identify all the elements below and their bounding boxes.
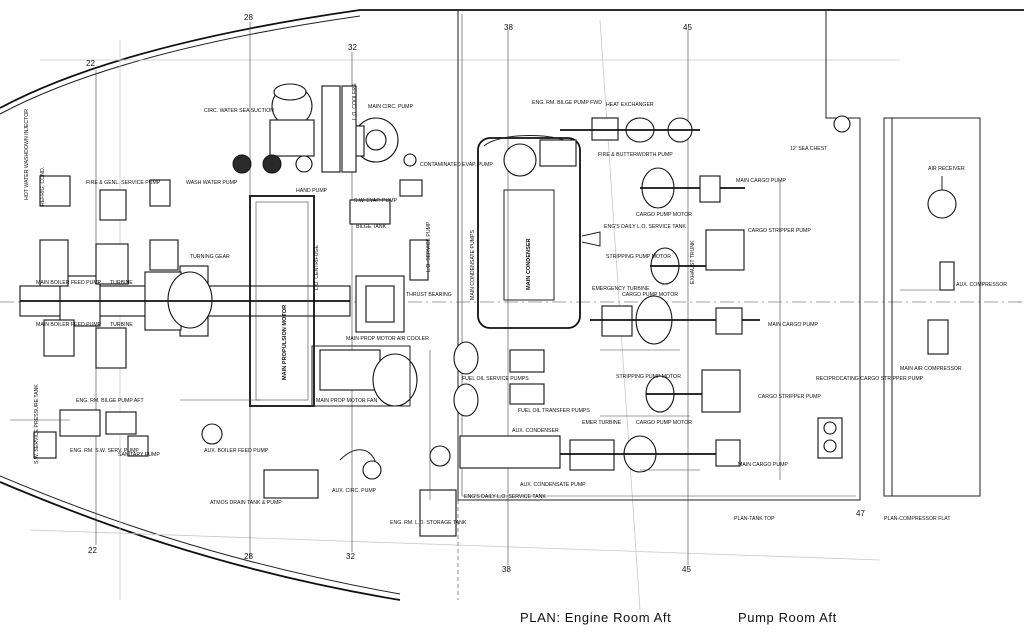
frame-number-45-bottom: 45 — [682, 565, 691, 574]
dimension-lines — [10, 180, 940, 500]
label-turbine-2: TURBINE — [110, 322, 133, 328]
main-circ-pump-group — [232, 83, 417, 174]
air-cooler-fan — [311, 345, 418, 407]
compressor-flat-outline — [883, 117, 981, 497]
label-main-boiler-feed-2: MAIN BOILER FEED PUMP — [36, 322, 102, 328]
main-propulsion-motor — [249, 195, 315, 407]
label-eng-rm-bilge-pump-aft: ENG. RM. BILGE PUMP AFT — [76, 398, 144, 404]
label-refrig-cond: REFRIG. COND. — [40, 167, 46, 206]
label-aux-circ-pump: AUX. CIRC. PUMP — [332, 488, 377, 494]
label-reciprocating-stripper: RECIPROCATING CARGO STRIPPER PUMP — [816, 376, 924, 382]
label-eng-lo-storage-tank: ENG. RM. L.O. STORAGE TANK — [390, 520, 467, 526]
label-main-circ-pump: MAIN CIRC. PUMP — [368, 104, 414, 110]
label-lo-service-pump: L.O. SERVICE PUMP — [426, 221, 432, 272]
label-cargo-pump-motor-2: CARGO PUMP MOTOR — [622, 292, 678, 298]
label-main-condenser: MAIN CONDENSER — [526, 238, 532, 290]
label-aux-compressor: AUX. COMPRESSOR — [956, 282, 1007, 288]
propeller-shaft — [19, 265, 351, 337]
frame-number-28-bottom: 28 — [244, 552, 253, 561]
label-lo-centrifuge: L.O. CENTRIFUGE — [314, 244, 320, 290]
label-eng-rm-sw-serv-pump: ENG. RM. S.W. SERV. PUMP — [70, 448, 139, 454]
label-sanitary-pump: SANITARY PUMP — [118, 452, 160, 458]
label-main-boiler-feed-1: MAIN BOILER FEED PUMP — [36, 280, 102, 286]
aux-condenser-row — [429, 435, 730, 473]
label-bilge-tank: BILGE TANK — [356, 224, 387, 230]
label-cargo-pump-motor-1: CARGO PUMP MOTOR — [636, 212, 692, 218]
frame-number-28-top: 28 — [244, 13, 253, 22]
label-lo-coolers: L.O. COOLERS — [352, 83, 358, 120]
label-cargo-stripper-pump-1: CARGO STRIPPER PUMP — [748, 228, 811, 234]
main-condenser — [477, 135, 601, 329]
frame-number-22-bottom: 22 — [88, 546, 97, 555]
air-compressors — [833, 115, 957, 355]
label-turbine-1: TURBINE — [110, 280, 133, 286]
lo-coolers — [321, 85, 357, 173]
label-sea-chest: 12' SEA CHEST — [790, 146, 828, 152]
label-emer-turbine: EMER TURBINE — [582, 420, 622, 426]
boiler-feed-pumps — [39, 175, 179, 369]
evaporator-pumps — [349, 179, 429, 333]
label-main-prop-fan: MAIN PROP MOTOR FAN — [316, 398, 377, 404]
label-stripping-pump-motor-1: STRIPPING PUMP MOTOR — [606, 254, 671, 260]
label-cargo-stripper-pump-2: CARGO STRIPPER PUMP — [758, 394, 821, 400]
label-thrust-bearing: THRUST BEARING — [406, 292, 452, 298]
drawing-title: PLAN: Engine Room Aft — [520, 610, 671, 625]
frame-number-22-top: 22 — [86, 59, 95, 68]
frame-number-38-top: 38 — [504, 23, 513, 32]
label-main-air-compressor: MAIN AIR COMPRESSOR — [900, 366, 962, 372]
label-contaminated-evap: CONTAMINATED EVAP. PUMP — [420, 162, 493, 168]
label-heat-exchanger: HEAT EXCHANGER — [606, 102, 654, 108]
label-air-receiver: AIR RECEIVER — [928, 166, 965, 172]
reciprocating-stripper-pump — [817, 417, 843, 459]
label-main-cargo-pump-2: MAIN CARGO PUMP — [768, 322, 818, 328]
label-wash-water-pump: WASH WATER PUMP — [186, 180, 238, 186]
label-sw-evap-pump: S.W. EVAP. PUMP — [354, 198, 398, 204]
label-aux-boiler-feed-pump: AUX. BOILER FEED PUMP — [204, 448, 269, 454]
frame-number-32-bottom: 32 — [346, 552, 355, 561]
label-atmos-drain-tank: ATMOS DRAIN TANK & PUMP — [210, 500, 282, 506]
lower-left-pumps — [33, 409, 457, 537]
label-main-condensate-pumps: MAIN CONDENSATE PUMPS — [470, 230, 476, 300]
label-sw-service-tank: S.W. SERVICE PRESSURE TANK — [34, 384, 40, 464]
label-eng-daily-lo-tank: ENG'S DAILY L.O. SERVICE TANK — [604, 224, 686, 230]
label-hand-pump: HAND PUMP — [296, 188, 328, 194]
frame-number-45-top: 45 — [683, 23, 692, 32]
label-plan-compressor-flat: PLAN-COMPRESSOR FLAT — [884, 516, 951, 522]
label-aux-condenser: AUX. CONDENSER — [512, 428, 559, 434]
label-turning-gear: TURNING GEAR — [190, 254, 230, 260]
label-fuel-oil-transfer-pumps: FUEL OIL TRANSFER PUMPS — [518, 408, 590, 414]
label-main-propulsion-motor: MAIN PROPULSION MOTOR — [282, 305, 288, 380]
label-cargo-pump-motor-3: CARGO PUMP MOTOR — [636, 420, 692, 426]
cargo-pump-trains — [560, 117, 760, 467]
label-aux-condensate-pump: AUX. CONDENSATE PUMP — [520, 482, 586, 488]
frame-number-38-bottom: 38 — [502, 565, 511, 574]
label-exhaust-trunk: EXHAUST TRUNK — [690, 240, 696, 284]
hull-outline — [0, 9, 1024, 611]
label-main-cargo-pump-1: MAIN CARGO PUMP — [736, 178, 786, 184]
label-hot-water-injector: HOT WATER WASHDOWN INJECTOR — [24, 109, 30, 200]
label-fire-genl-pump: FIRE & GENL. SERVICE PUMP — [86, 180, 161, 186]
label-plan-tank-top: PLAN-TANK TOP — [734, 516, 775, 522]
frame-number-32-top: 32 — [348, 43, 357, 52]
pump-room-bulkhead — [457, 10, 861, 501]
label-eng-rm-bilge-pump-fwd: ENG. RM. BILGE PUMP FWD — [532, 100, 602, 106]
label-fire-butterworth-pump: FIRE & BUTTERWORTH PUMP — [598, 152, 673, 158]
label-emergency-turbine: EMERGENCY TURBINE — [592, 286, 650, 292]
fuel-oil-pumps — [453, 341, 545, 417]
label-circ-water-sea-suction: CIRC. WATER SEA SUCTION — [204, 108, 274, 114]
label-main-prop-air-cooler: MAIN PROP MOTOR AIR COOLER — [346, 336, 429, 342]
label-stripping-pump-motor-2: STRIPPING PUMP MOTOR — [616, 374, 681, 380]
label-fuel-oil-service-pumps: FUEL OIL SERVICE PUMPS — [462, 376, 529, 382]
label-main-cargo-pump-3: MAIN CARGO PUMP — [738, 462, 788, 468]
drawing-title-2: Pump Room Aft — [738, 610, 837, 625]
label-eng-daily-lo-tank-2: ENG'S DAILY L.O. SERVICE TANK — [464, 494, 546, 500]
frame-number-47: 47 — [856, 509, 865, 518]
